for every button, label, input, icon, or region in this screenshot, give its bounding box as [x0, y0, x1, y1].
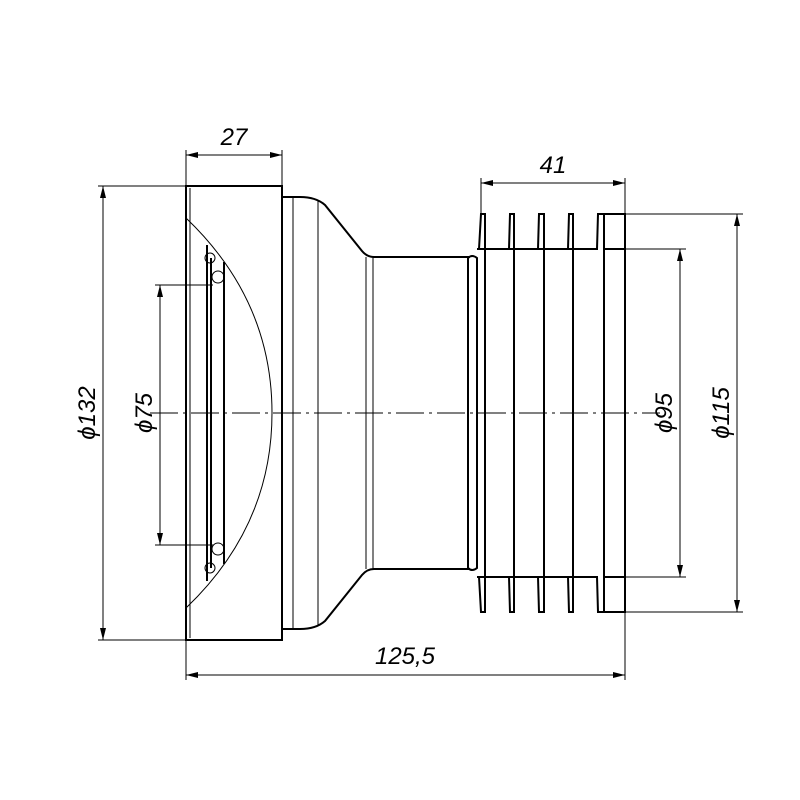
- dim-label-132: ϕ132: [74, 386, 101, 439]
- flange: [185, 185, 283, 641]
- fins: [477, 213, 626, 613]
- dim-label-27: 27: [220, 124, 249, 151]
- dim-label-95: ϕ95: [651, 392, 678, 433]
- dim-label-125-5: 125,5: [375, 643, 436, 670]
- dimension-inner-diameter: ϕ75: [131, 284, 213, 546]
- dimension-pipe-outer-diameter: ϕ115: [625, 213, 743, 613]
- dimension-pipe-inner-diameter: ϕ95: [625, 248, 686, 578]
- dimension-outer-diameter: ϕ132: [74, 185, 186, 641]
- dimension-fins-length: 41: [480, 152, 626, 214]
- dimension-total-length: 125,5: [185, 612, 626, 680]
- dimension-flange-width: 27: [185, 124, 283, 186]
- dim-label-41: 41: [540, 152, 567, 179]
- cone-transition: [282, 196, 478, 630]
- dim-label-115: ϕ115: [708, 387, 735, 439]
- dim-label-75: ϕ75: [131, 392, 158, 433]
